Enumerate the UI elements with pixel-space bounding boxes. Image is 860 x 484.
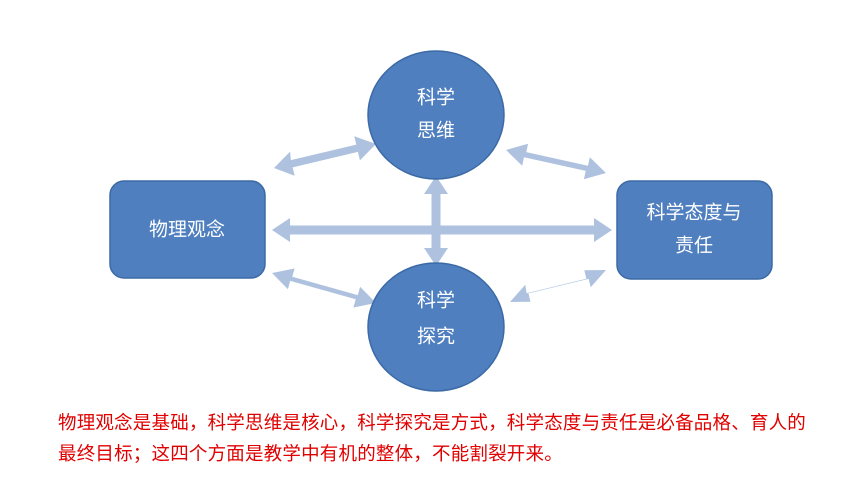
node-physics-concept-label: 物理观念 (149, 218, 225, 241)
arrow-concept-to-inquiry (272, 268, 376, 308)
node-attitude-responsibility-label-line1: 科学态度与 (646, 202, 741, 224)
node-scientific-inquiry-label-line2: 探究 (417, 326, 455, 348)
node-attitude-responsibility: 科学态度与 责任 (616, 180, 773, 280)
node-attitude-responsibility-label-line2: 责任 (675, 235, 713, 257)
arrow-thinking-to-inquiry (424, 176, 448, 266)
node-scientific-inquiry-label-line1: 科学 (417, 290, 455, 312)
summary-caption: 物理观念是基础，科学思维是核心，科学探究是方式，科学态度与责任是必备品格、育人的… (58, 413, 807, 465)
arrow-concept-to-thinking (274, 136, 376, 176)
connector-arrows (272, 136, 612, 308)
arrow-thinking-to-attitude (506, 143, 606, 180)
arrow-concept-to-attitude (272, 218, 612, 242)
node-scientific-inquiry: 科学 探究 (367, 262, 505, 392)
node-scientific-thinking-label-line1: 科学 (417, 87, 455, 109)
arrow-inquiry-to-attitude (510, 270, 606, 302)
node-physics-concept: 物理观念 (109, 180, 266, 279)
node-scientific-thinking: 科学 思维 (367, 50, 505, 180)
node-scientific-thinking-label-line2: 思维 (417, 120, 455, 142)
